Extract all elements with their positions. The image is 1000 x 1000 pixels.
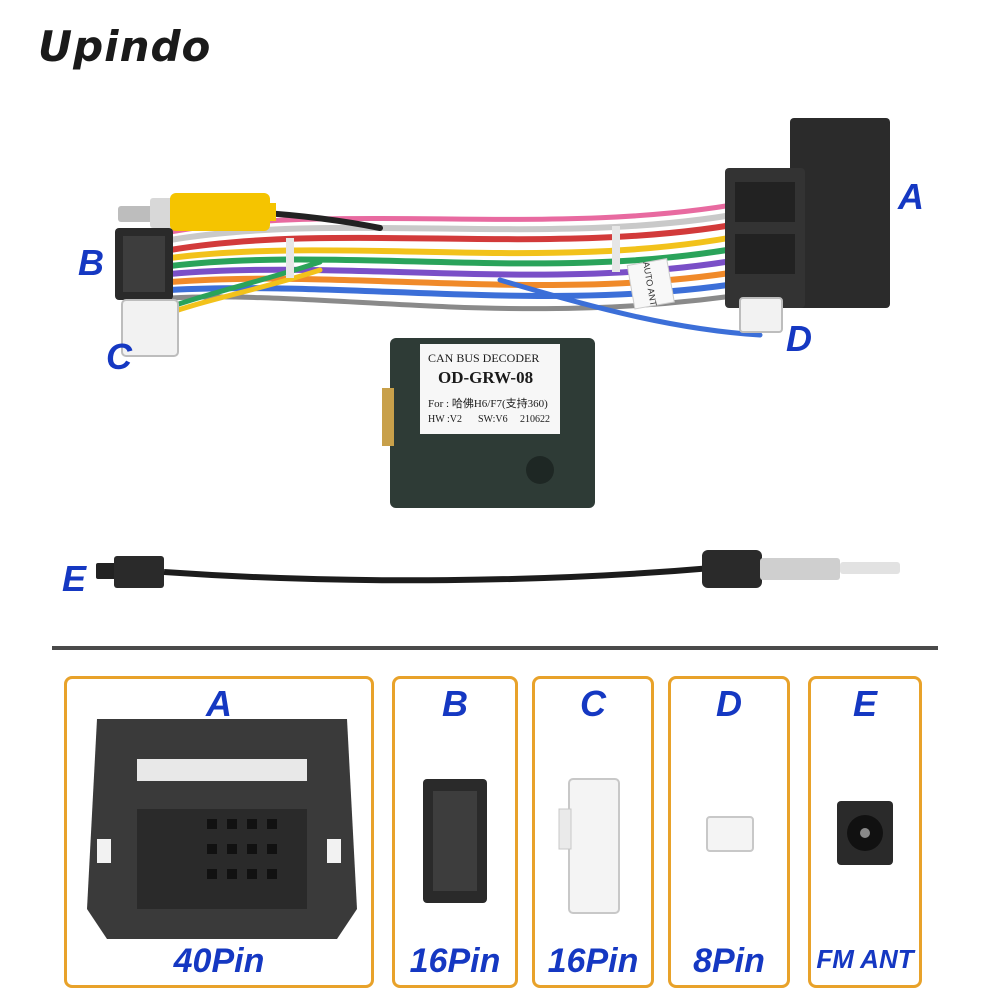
- connector-d: [739, 297, 783, 333]
- callout-b: B: [78, 242, 104, 283]
- panel-pin-count: 16Pin: [547, 942, 639, 980]
- connector-panel-a: A 40Pin: [64, 676, 374, 988]
- panel-pin-count: 16Pin: [409, 942, 501, 980]
- callout-a: A: [898, 176, 924, 217]
- antenna-cable: [96, 550, 900, 588]
- decoder-hw: HW :V2: [428, 414, 462, 425]
- connector-d-illustration: [706, 816, 754, 852]
- panel-letter: B: [442, 683, 468, 724]
- decoder-sw: SW:V6: [478, 414, 508, 425]
- connector-panel-e: E FM ANT: [808, 676, 922, 988]
- decoder-line3: For : 哈佛H6/F7(支持360): [428, 398, 548, 410]
- connector-panel-c: C 16Pin: [532, 676, 654, 988]
- connector-b-illustration: [423, 779, 487, 903]
- cable-tie: [286, 238, 294, 278]
- decoder-line1: CAN BUS DECODER: [428, 351, 540, 365]
- connector-a-illustration: [87, 719, 357, 939]
- connector-b: [115, 228, 173, 300]
- connector-a: [725, 118, 890, 308]
- decoder-box: [382, 338, 595, 508]
- connector-panel-b: B 16Pin: [392, 676, 518, 988]
- panel-pin-count: 40Pin: [173, 942, 265, 980]
- rca-plug: [118, 193, 276, 231]
- panel-letter: E: [852, 683, 877, 724]
- callout-d: D: [786, 318, 812, 359]
- decoder-code: 210622: [520, 414, 550, 425]
- panel-letter: A: [206, 683, 232, 724]
- brand-logo: Upindo: [38, 22, 212, 71]
- panel-letter: C: [580, 683, 606, 724]
- section-divider: [52, 646, 938, 650]
- callout-c: C: [106, 336, 132, 377]
- connector-panel-d: D 8Pin: [668, 676, 790, 988]
- panel-letter: D: [716, 683, 742, 724]
- panel-pin-count: FM ANT: [816, 944, 914, 974]
- connector-e-illustration: [837, 801, 893, 865]
- panel-pin-count: 8Pin: [693, 942, 765, 980]
- harness-tag: AUTO ANT: [626, 258, 675, 310]
- connector-c: [121, 299, 179, 357]
- decoder-line2: OD-GRW-08: [438, 368, 534, 387]
- product-photo: AUTO ANT: [96, 118, 900, 588]
- callout-e: E: [62, 558, 87, 599]
- cable-tie: [612, 226, 620, 272]
- connector-c-illustration: [558, 778, 620, 914]
